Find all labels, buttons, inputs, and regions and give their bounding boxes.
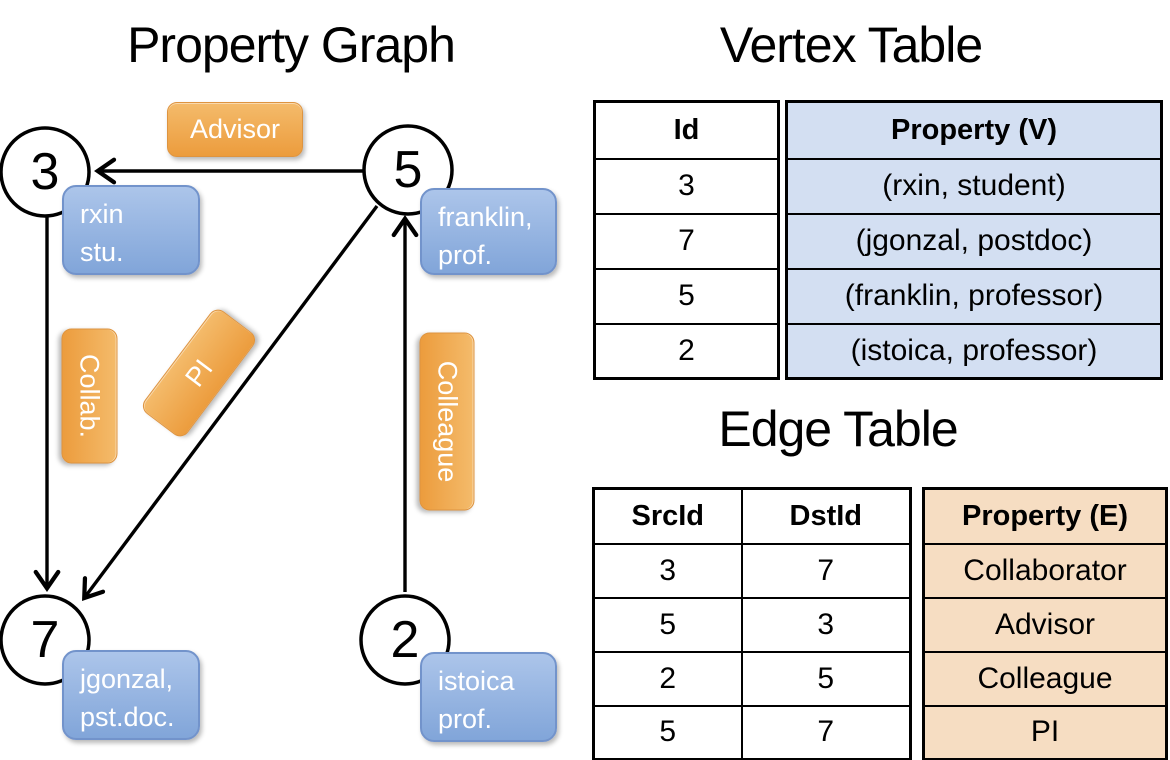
vertex-row-2-property: (franklin, professor) — [785, 267, 1163, 325]
edge-row-3-src: 5 — [592, 704, 743, 760]
edge-row-2-dst: 5 — [740, 650, 912, 707]
node-5-property-line1: franklin, — [438, 202, 533, 232]
property-graph-title: Property Graph — [127, 17, 456, 73]
node-5-property-box: franklin, prof. — [420, 188, 557, 275]
edge-srcid-header: SrcId — [592, 487, 743, 545]
node-2-id: 2 — [390, 611, 420, 669]
edge-row-2-src: 2 — [592, 650, 743, 707]
edge-row-0-src: 3 — [592, 542, 743, 599]
node-7-property-line1: jgonzal, — [80, 664, 174, 694]
vertex-property-header: Property (V) — [785, 100, 1163, 160]
node-3-property-box: rxin stu. — [62, 185, 200, 275]
edge-row-1-dst: 3 — [740, 596, 912, 653]
edge-row-1-src: 5 — [592, 596, 743, 653]
node-3-property-line2: stu. — [80, 237, 124, 268]
node-2-property-box: istoica prof. — [420, 652, 557, 742]
vertex-id-table: Id 3 7 5 2 — [593, 100, 780, 380]
edge-row-0-property: Collaborator — [922, 542, 1168, 599]
vertex-row-3-property: (istoica, professor) — [785, 322, 1163, 380]
edge-property-header: Property (E) — [922, 487, 1168, 545]
edge-table-title: Edge Table — [718, 401, 958, 457]
node-2-property-line1: istoica — [438, 666, 515, 696]
edge-pi-5-to-7 — [82, 204, 379, 601]
vertex-property-table: Property (V) (rxin, student) (jgonzal, p… — [785, 100, 1163, 380]
edge-row-0-dst: 7 — [740, 542, 912, 599]
vertex-row-0-id: 3 — [593, 157, 780, 215]
vertex-id-header: Id — [593, 100, 780, 160]
edge-id-table: SrcId DstId 3 7 5 3 2 5 5 7 — [592, 487, 912, 760]
vertex-table-title: Vertex Table — [719, 17, 983, 73]
edge-label-collab: Collab. — [61, 328, 118, 464]
node-5-property-line2: prof. — [438, 240, 493, 271]
node-3-id: 3 — [30, 143, 60, 201]
edge-row-1-property: Advisor — [922, 596, 1168, 653]
vertex-row-0-property: (rxin, student) — [785, 157, 1163, 215]
vertex-row-1-id: 7 — [593, 212, 780, 270]
edge-row-3-property: PI — [922, 704, 1168, 760]
node-5-id: 5 — [393, 141, 423, 199]
edge-property-table: Property (E) Collaborator Advisor Collea… — [922, 487, 1168, 760]
edge-label-colleague: Colleague — [419, 332, 475, 511]
node-7-id: 7 — [30, 611, 60, 669]
edge-row-2-property: Colleague — [922, 650, 1168, 707]
node-7-property-box: jgonzal, pst.doc. — [62, 650, 200, 740]
edge-label-advisor: Advisor — [167, 102, 303, 157]
vertex-row-1-property: (jgonzal, postdoc) — [785, 212, 1163, 270]
node-3-property-line1: rxin — [80, 199, 124, 229]
node-7-property-line2: pst.doc. — [80, 702, 175, 733]
node-2-property-line2: prof. — [438, 704, 493, 735]
vertex-row-2-id: 5 — [593, 267, 780, 325]
edge-dstid-header: DstId — [740, 487, 912, 545]
edge-row-3-dst: 7 — [740, 704, 912, 760]
vertex-row-3-id: 2 — [593, 322, 780, 380]
